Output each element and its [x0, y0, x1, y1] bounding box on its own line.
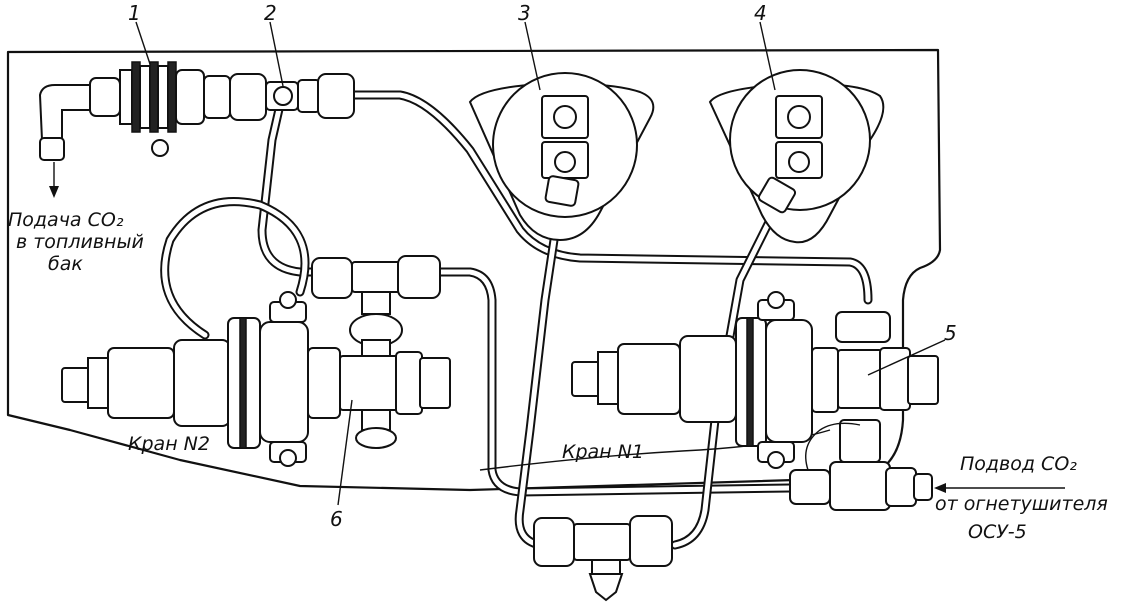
callout-3: 3 [518, 1, 531, 25]
tee-distributor [311, 255, 441, 359]
valve-2-assembly [61, 291, 451, 467]
valve-2-label: Кран N2 [128, 433, 210, 455]
callout-2: 2 [264, 1, 277, 25]
bottom-manifold [533, 515, 673, 602]
supply-right-line-3: ОСУ-5 [968, 521, 1027, 543]
supply-right-line-1: Подвод CO₂ [960, 453, 1077, 475]
supply-left-line-1: Подача CO₂ [8, 209, 124, 231]
callout-4: 4 [754, 1, 767, 25]
tee-fitting-2 [265, 73, 355, 119]
supply-left-line-3: бак [48, 253, 83, 275]
arrow-supply-left [49, 162, 59, 198]
squib-head-4 [708, 69, 885, 244]
supply-left-line-2: в топливный [16, 231, 144, 253]
squib-head-3 [468, 72, 655, 242]
callout-1: 1 [128, 1, 141, 25]
inlet-fitting [789, 419, 933, 511]
fitting-assembly-1 [38, 61, 267, 161]
arrow-supply-right [934, 483, 1065, 493]
callout-5: 5 [944, 321, 957, 345]
valve-1-assembly [571, 291, 939, 469]
leader-lines [135, 21, 946, 506]
supply-right-line-2: от огнетушителя [935, 493, 1108, 515]
valve-1-label: Кран N1 [562, 441, 644, 463]
callout-6: 6 [330, 507, 343, 531]
